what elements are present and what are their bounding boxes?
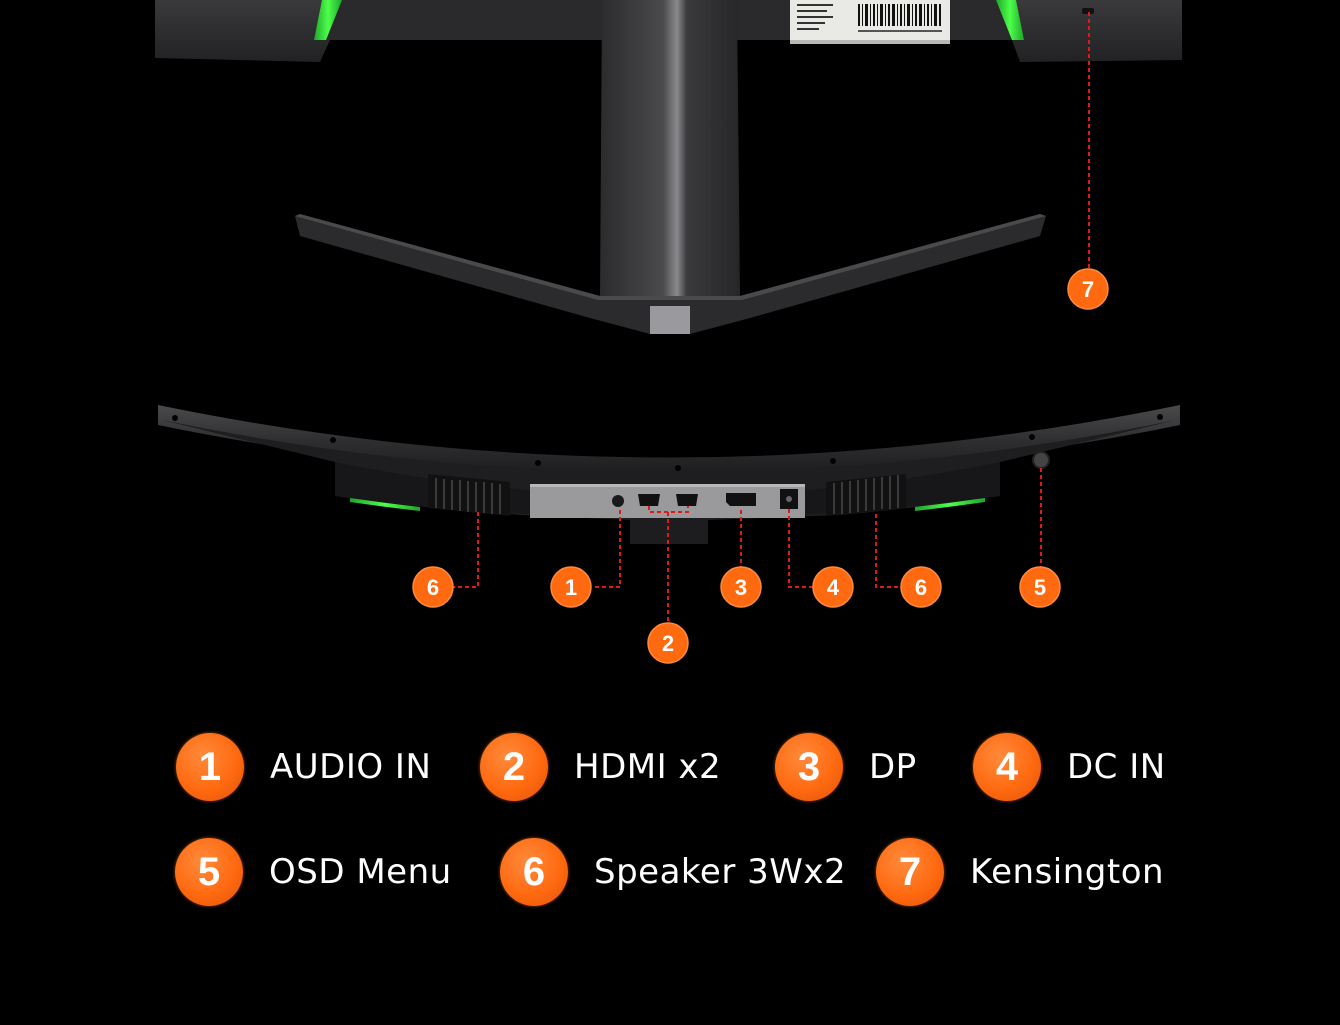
green-led-bottom-right (915, 498, 985, 511)
callout-badge-2: 2 (647, 622, 689, 664)
kensington-slot (1082, 8, 1094, 14)
callout-number: 6 (915, 575, 927, 600)
legend-label-osd-menu: OSD Menu (269, 852, 452, 892)
legend-badge-7: 7 (876, 838, 944, 906)
legend-label-kensington: Kensington (970, 852, 1165, 892)
audio-in-port (612, 495, 624, 507)
barcode-icon (858, 4, 941, 26)
legend-badge-5: 5 (175, 838, 243, 906)
hdmi-port-1 (638, 494, 660, 506)
callout-badge-3: 3 (720, 566, 762, 608)
legend-label-dc-in: DC IN (1067, 747, 1166, 787)
hdmi-port-2 (676, 494, 698, 506)
legend-label-speaker: Speaker 3Wx2 (594, 852, 847, 892)
legend-item-dc-in: 4 DC IN (973, 732, 1166, 802)
callout-number: 1 (565, 575, 577, 600)
green-led-strip-left (314, 0, 342, 40)
callout-number: 4 (827, 575, 840, 600)
legend-item-audio-in: 1 AUDIO IN (176, 732, 431, 802)
legend-badge-1: 1 (176, 733, 244, 801)
callout-number: 7 (1082, 277, 1094, 302)
legend-badge-4: 4 (973, 733, 1041, 801)
callout-number: 2 (662, 631, 674, 656)
callout-badge-6: 6 (900, 566, 942, 608)
legend-item-speaker: 6 Speaker 3Wx2 (500, 837, 846, 907)
callout-number: 3 (735, 575, 747, 600)
callout-badge-6: 6 (412, 566, 454, 608)
legend-label-audio-in: AUDIO IN (270, 747, 432, 787)
legend-badge-6: 6 (500, 838, 568, 906)
dp-port (726, 493, 756, 506)
legend-item-osd-menu: 5 OSD Menu (175, 837, 452, 907)
stand-neck (600, 0, 740, 296)
callout-number: 6 (427, 575, 439, 600)
legend-item-kensington: 7 Kensington (876, 837, 1164, 907)
legend-label-hdmi: HDMI x2 (574, 747, 722, 787)
legend-item-hdmi: 2 HDMI x2 (480, 732, 721, 802)
callout-badges: 1 2 3 4 5 6 6 7 (412, 268, 1109, 664)
speaker-grill-right (826, 474, 906, 516)
legend-badge-2: 2 (480, 733, 548, 801)
callout-badge-5: 5 (1019, 566, 1061, 608)
green-led-bottom-left (350, 498, 420, 511)
callout-lines (452, 12, 1090, 624)
callout-badge-1: 1 (550, 566, 592, 608)
callout-number: 5 (1034, 575, 1046, 600)
callout-badge-4: 4 (812, 566, 854, 608)
legend-badge-3: 3 (775, 733, 843, 801)
legend-label-dp: DP (869, 747, 917, 787)
speaker-grill-left (428, 474, 510, 516)
monitor-bottom (158, 405, 1180, 544)
green-led-strip-right (996, 0, 1024, 40)
stand-base (295, 214, 1046, 334)
callout-badge-7: 7 (1067, 268, 1109, 310)
legend-item-dp: 3 DP (775, 732, 917, 802)
